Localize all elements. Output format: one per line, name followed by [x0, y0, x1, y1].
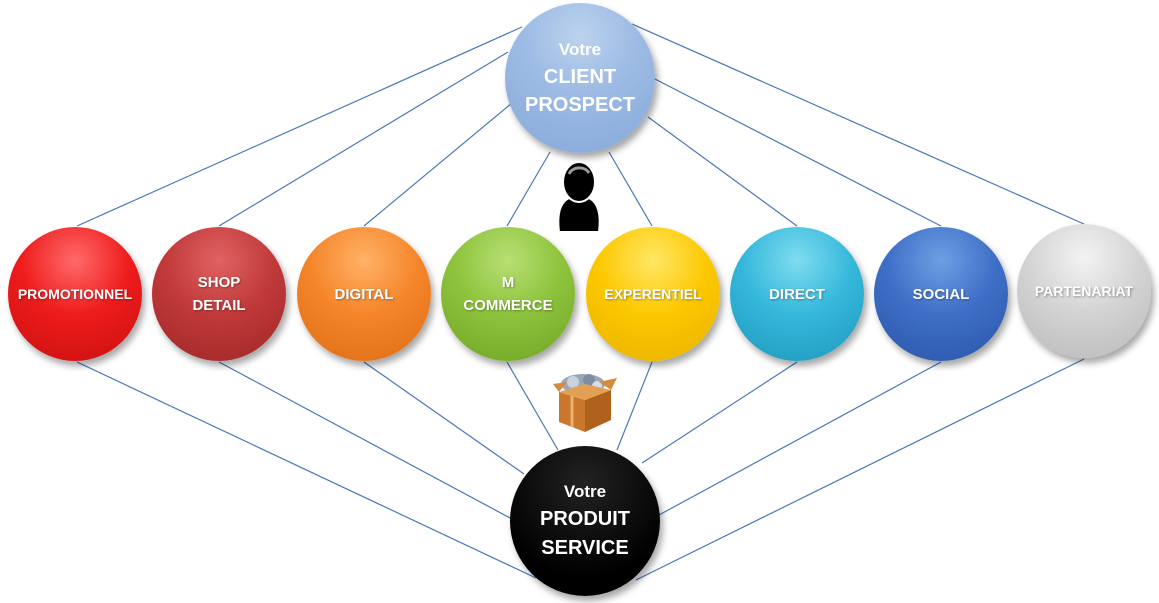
connector-line	[647, 116, 798, 227]
client-label-line-3: PROSPECT	[524, 94, 636, 116]
channel-label: M	[501, 274, 515, 291]
connector-line	[635, 358, 1085, 581]
connector-line	[506, 361, 559, 451]
connector-line	[76, 361, 537, 579]
person-icon	[557, 161, 601, 233]
connector-line	[506, 151, 551, 227]
client-prospect-node[interactable]: Votre CLIENT PROSPECT	[505, 3, 655, 153]
connector-line	[218, 361, 513, 520]
connector-line	[616, 361, 653, 451]
channel-label: COMMERCE	[463, 297, 553, 314]
connector-line	[658, 361, 942, 516]
product-label-line-3: SERVICE	[541, 537, 629, 559]
channel-label: PROMOTIONNEL	[17, 285, 133, 302]
client-label-line-2: CLIENT	[543, 66, 617, 88]
channel-label: DIGITAL	[334, 285, 394, 303]
product-label-line-2: PRODUIT	[540, 508, 630, 530]
connector-line	[641, 361, 798, 464]
connector-line	[76, 26, 523, 227]
client-label-line-1: Votre	[558, 40, 602, 59]
product-service-node[interactable]: Votre PRODUIT SERVICE	[510, 446, 660, 596]
channel-label: DETAIL	[192, 297, 246, 314]
channel-label: DIRECT	[769, 285, 825, 303]
channel-shop-detail[interactable]: SHOP DETAIL	[152, 227, 286, 361]
connector-line	[652, 77, 942, 227]
channel-direct[interactable]: DIRECT	[730, 227, 864, 361]
connector-line	[631, 23, 1085, 225]
channel-m-commerce[interactable]: M COMMERCE	[441, 227, 575, 361]
channel-experentiel[interactable]: EXPERENTIEL	[586, 227, 720, 361]
channel-promotionnel[interactable]: PROMOTIONNEL	[8, 227, 142, 361]
channel-label: SOCIAL	[912, 285, 970, 303]
channel-label: EXPERENTIEL	[604, 285, 702, 302]
channel-social[interactable]: SOCIAL	[874, 227, 1008, 361]
connector-line	[363, 361, 525, 475]
channel-digital[interactable]: DIGITAL	[297, 227, 431, 361]
box-icon	[553, 374, 617, 432]
channel-partenariat[interactable]: PARTENARIAT	[1017, 224, 1151, 358]
connector-line	[363, 102, 513, 227]
channel-label: PARTENARIAT	[1034, 282, 1134, 299]
channel-label: SHOP	[197, 274, 241, 291]
product-label-line-1: Votre	[563, 482, 607, 501]
connector-line	[608, 151, 653, 227]
connector-line	[218, 51, 509, 227]
